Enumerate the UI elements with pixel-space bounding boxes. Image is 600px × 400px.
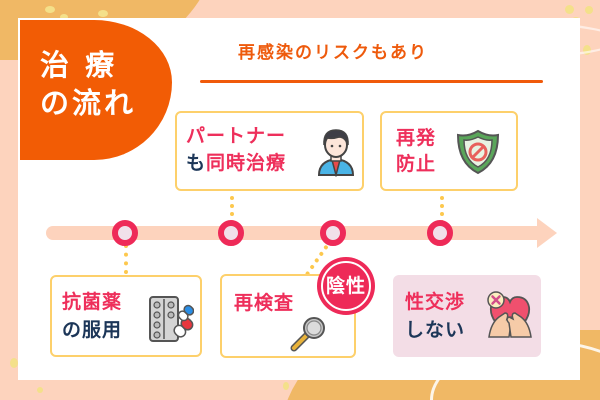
- bg-dot: [60, 14, 68, 20]
- step-antibiotics-line2: の服用: [62, 319, 123, 341]
- step-partner-prefix: も: [186, 152, 207, 174]
- step-partner-box: パートナー も同時治療: [175, 111, 364, 191]
- note-line2: しない: [405, 319, 466, 341]
- step-partner-line1: パートナー: [186, 125, 287, 147]
- timeline-node-4: [427, 220, 453, 246]
- note-line1: 性交渉: [405, 291, 466, 313]
- step-partner-line2: も同時治療: [186, 150, 286, 177]
- step-prevent-box: 再発 防止: [380, 111, 518, 191]
- negative-result-badge: 陰性: [317, 257, 375, 315]
- bg-dot: [37, 387, 43, 393]
- bg-dot: [585, 6, 593, 14]
- magnifier-icon: [290, 317, 325, 352]
- bg-dot: [283, 382, 289, 390]
- reinfection-heading: 再感染のリスクもあり: [238, 43, 428, 63]
- man-avatar-icon: [317, 129, 355, 177]
- timeline-arrowhead: [537, 218, 557, 248]
- bg-dot: [98, 10, 108, 17]
- bg-dot: [565, 5, 574, 14]
- connector-antibiotics: [124, 244, 128, 274]
- heart-covered-hands-icon: [487, 291, 532, 338]
- connector-prevent: [440, 196, 444, 224]
- title-text: 治 療 の流れ: [40, 46, 136, 122]
- step-prevent-line2: 防止: [396, 153, 437, 175]
- negative-result-text: 陰性: [325, 275, 366, 297]
- title-line-1: 治 療: [40, 48, 118, 82]
- timeline-bar: [46, 226, 546, 240]
- pill-blister-icon: [149, 296, 194, 342]
- step-retest-line1: 再検査: [234, 292, 295, 314]
- step-prevent-line1: 再発: [396, 127, 437, 149]
- step-antibiotics-box: 抗菌薬 の服用: [50, 275, 202, 357]
- heading-underline: [200, 80, 543, 83]
- title-badge: 治 療 の流れ: [20, 20, 172, 160]
- bg-dot: [45, 6, 55, 13]
- step-partner-text: 同時治療: [206, 152, 287, 174]
- timeline-node-1: [112, 220, 138, 246]
- shield-ban-icon: [456, 129, 500, 175]
- bg-dot: [10, 358, 18, 368]
- connector-partner: [230, 196, 234, 224]
- timeline-node-3: [320, 220, 346, 246]
- note-no-intercourse-box: 性交渉 しない: [393, 275, 541, 357]
- title-line-2: の流れ: [40, 86, 137, 120]
- timeline-node-2: [218, 220, 244, 246]
- step-antibiotics-line1: 抗菌薬: [62, 291, 123, 313]
